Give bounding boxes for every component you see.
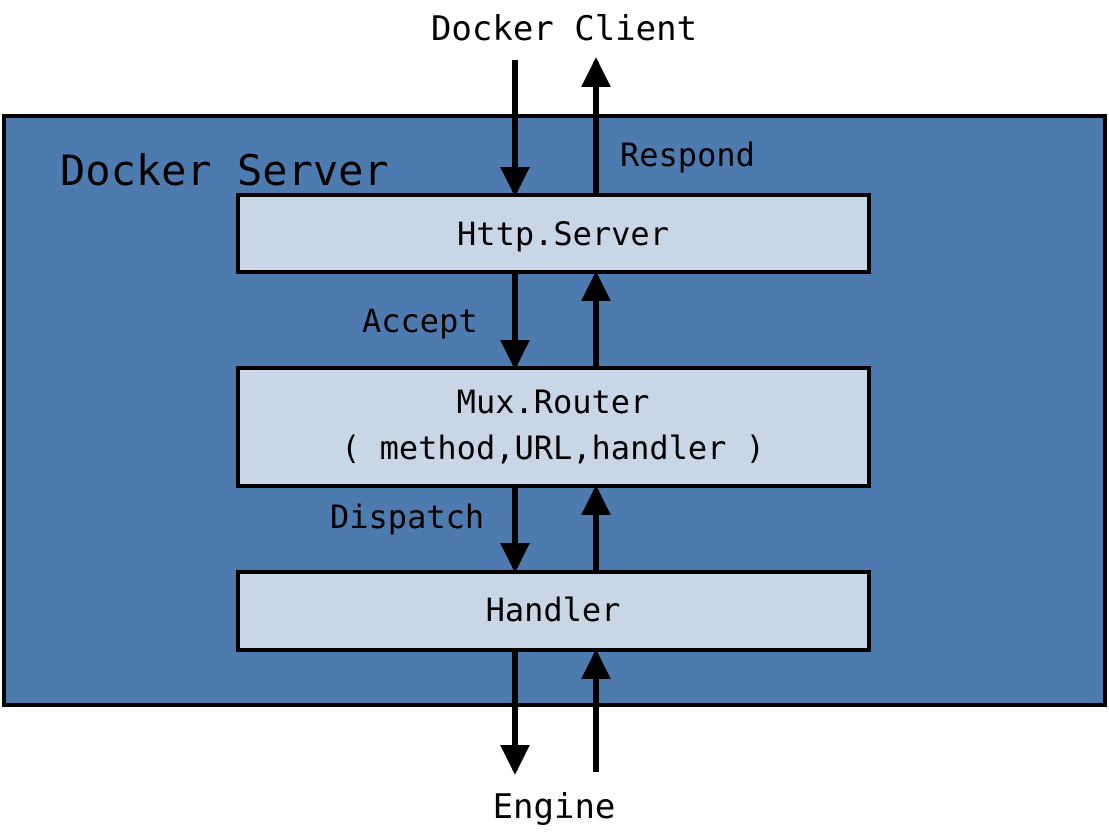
handler-label: Handler <box>486 591 621 629</box>
respond-label: Respond <box>620 136 755 174</box>
http-server-label: Http.Server <box>457 215 669 253</box>
dispatch-label: Dispatch <box>330 498 484 536</box>
accept-label: Accept <box>362 302 478 340</box>
http-server-box <box>236 193 871 274</box>
engine-label: Engine <box>493 787 616 827</box>
mux-router-params: ( method,URL,handler ) <box>341 429 765 467</box>
mux-router-box <box>236 366 871 488</box>
docker-server-title: Docker Server <box>60 146 389 195</box>
handler-box <box>236 570 871 652</box>
mux-router-label: Mux.Router <box>457 383 650 421</box>
docker-client-label: Docker Client <box>431 9 697 49</box>
